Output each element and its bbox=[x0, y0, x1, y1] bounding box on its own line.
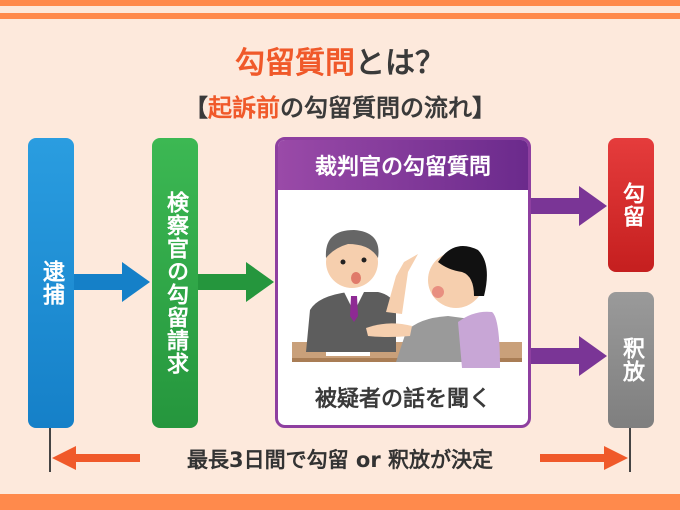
arrow-purple-detention bbox=[531, 186, 607, 226]
judge-questioning-caption: 被疑者の話を聞く bbox=[314, 387, 491, 412]
page-title: 勾留質問とは？ bbox=[235, 46, 445, 81]
timeline-end-line bbox=[629, 420, 631, 472]
duration-label: 最長3日間で勾留 or 釈放が決定 bbox=[140, 444, 540, 474]
step-detention-label: 勾留 bbox=[619, 182, 644, 228]
arrow-purple-release bbox=[531, 336, 607, 376]
interview-illustration bbox=[292, 230, 522, 368]
arrow-green bbox=[198, 262, 274, 302]
top-stripe-2 bbox=[0, 13, 680, 19]
step-arrest-label: 逮捕 bbox=[39, 260, 64, 306]
step-detention: 勾留 bbox=[608, 138, 654, 272]
step-arrest: 逮捕 bbox=[28, 138, 74, 428]
step-prosecutor-label: 検察官の勾留請求 bbox=[163, 191, 188, 375]
judge-questioning-box: 裁判官の勾留質問 被疑者の話を聞く bbox=[275, 137, 531, 428]
judge-questioning-header: 裁判官の勾留質問 bbox=[278, 140, 528, 190]
top-stripe bbox=[0, 0, 680, 6]
page-subtitle: 【起訴前の勾留質問の流れ】 bbox=[184, 94, 496, 122]
step-release-label: 釈放 bbox=[619, 337, 644, 383]
step-prosecutor-request: 検察官の勾留請求 bbox=[152, 138, 198, 428]
arrow-blue bbox=[74, 262, 150, 302]
step-release: 釈放 bbox=[608, 292, 654, 428]
bottom-stripe bbox=[0, 494, 680, 510]
timeline-start-line bbox=[49, 420, 51, 472]
